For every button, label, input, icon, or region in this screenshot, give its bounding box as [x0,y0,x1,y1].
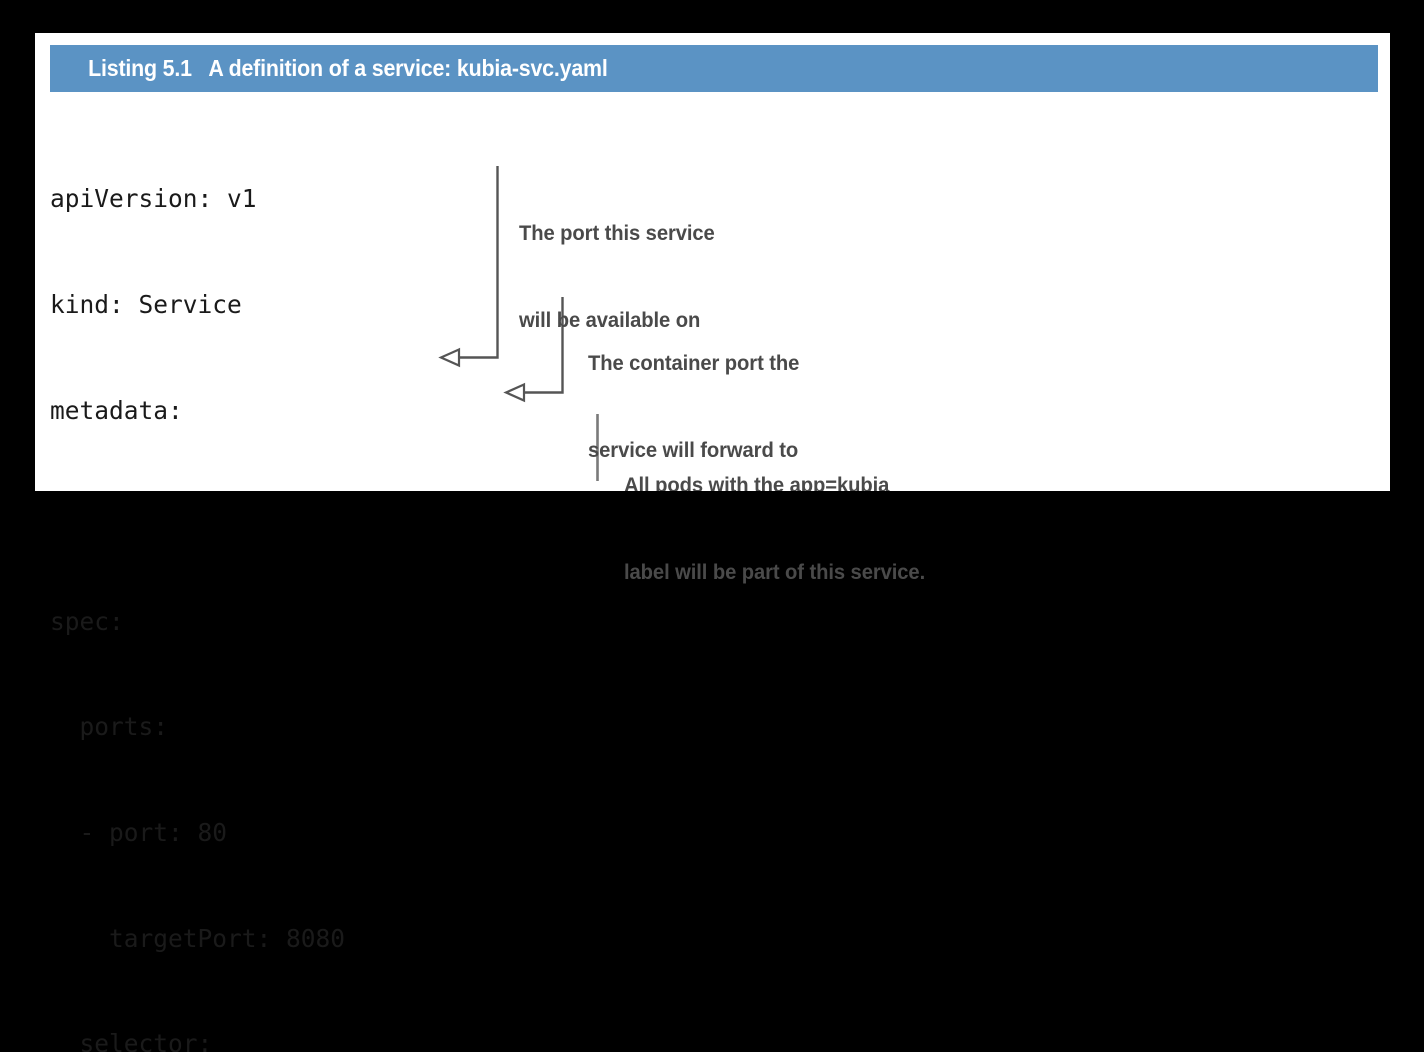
code-line: targetPort: 8080 [50,923,346,953]
code-line: metadata: [50,395,183,425]
yaml-code-block: apiVersion: v1 kind: Service metadata: n… [50,111,345,1052]
annotation-port-callout: The port this service will be available … [519,161,715,393]
code-line: spec: [50,606,124,636]
listing-caption-text: Listing 5.1 A definition of a service: k… [88,55,608,81]
code-line: ports: [50,712,169,742]
listing-caption-bar: Listing 5.1 A definition of a service: k… [50,45,1378,92]
code-line: - port: 80 [50,817,228,847]
annotation-line: service will forward to [588,438,799,462]
annotation-line: The port this service [519,221,715,245]
code-line: selector: [50,1029,213,1052]
code-line: apiVersion: v1 [50,184,257,214]
page-paper-area: Listing 5.1 A definition of a service: k… [35,33,1390,1052]
annotation-line: label will be part of this service. [624,560,926,584]
annotation-line: The container port the [588,351,800,375]
annotation-selector-callout: All pods with the app=kubia label will b… [624,413,925,645]
code-line: kind: Service [50,290,242,319]
page-bottom-band [0,491,1424,526]
annotation-line: will be available on [519,308,701,332]
annotation-target-port-callout: The container port the service will forw… [588,291,799,523]
book-page-screenshot: Listing 5.1 A definition of a service: k… [0,33,1424,1052]
